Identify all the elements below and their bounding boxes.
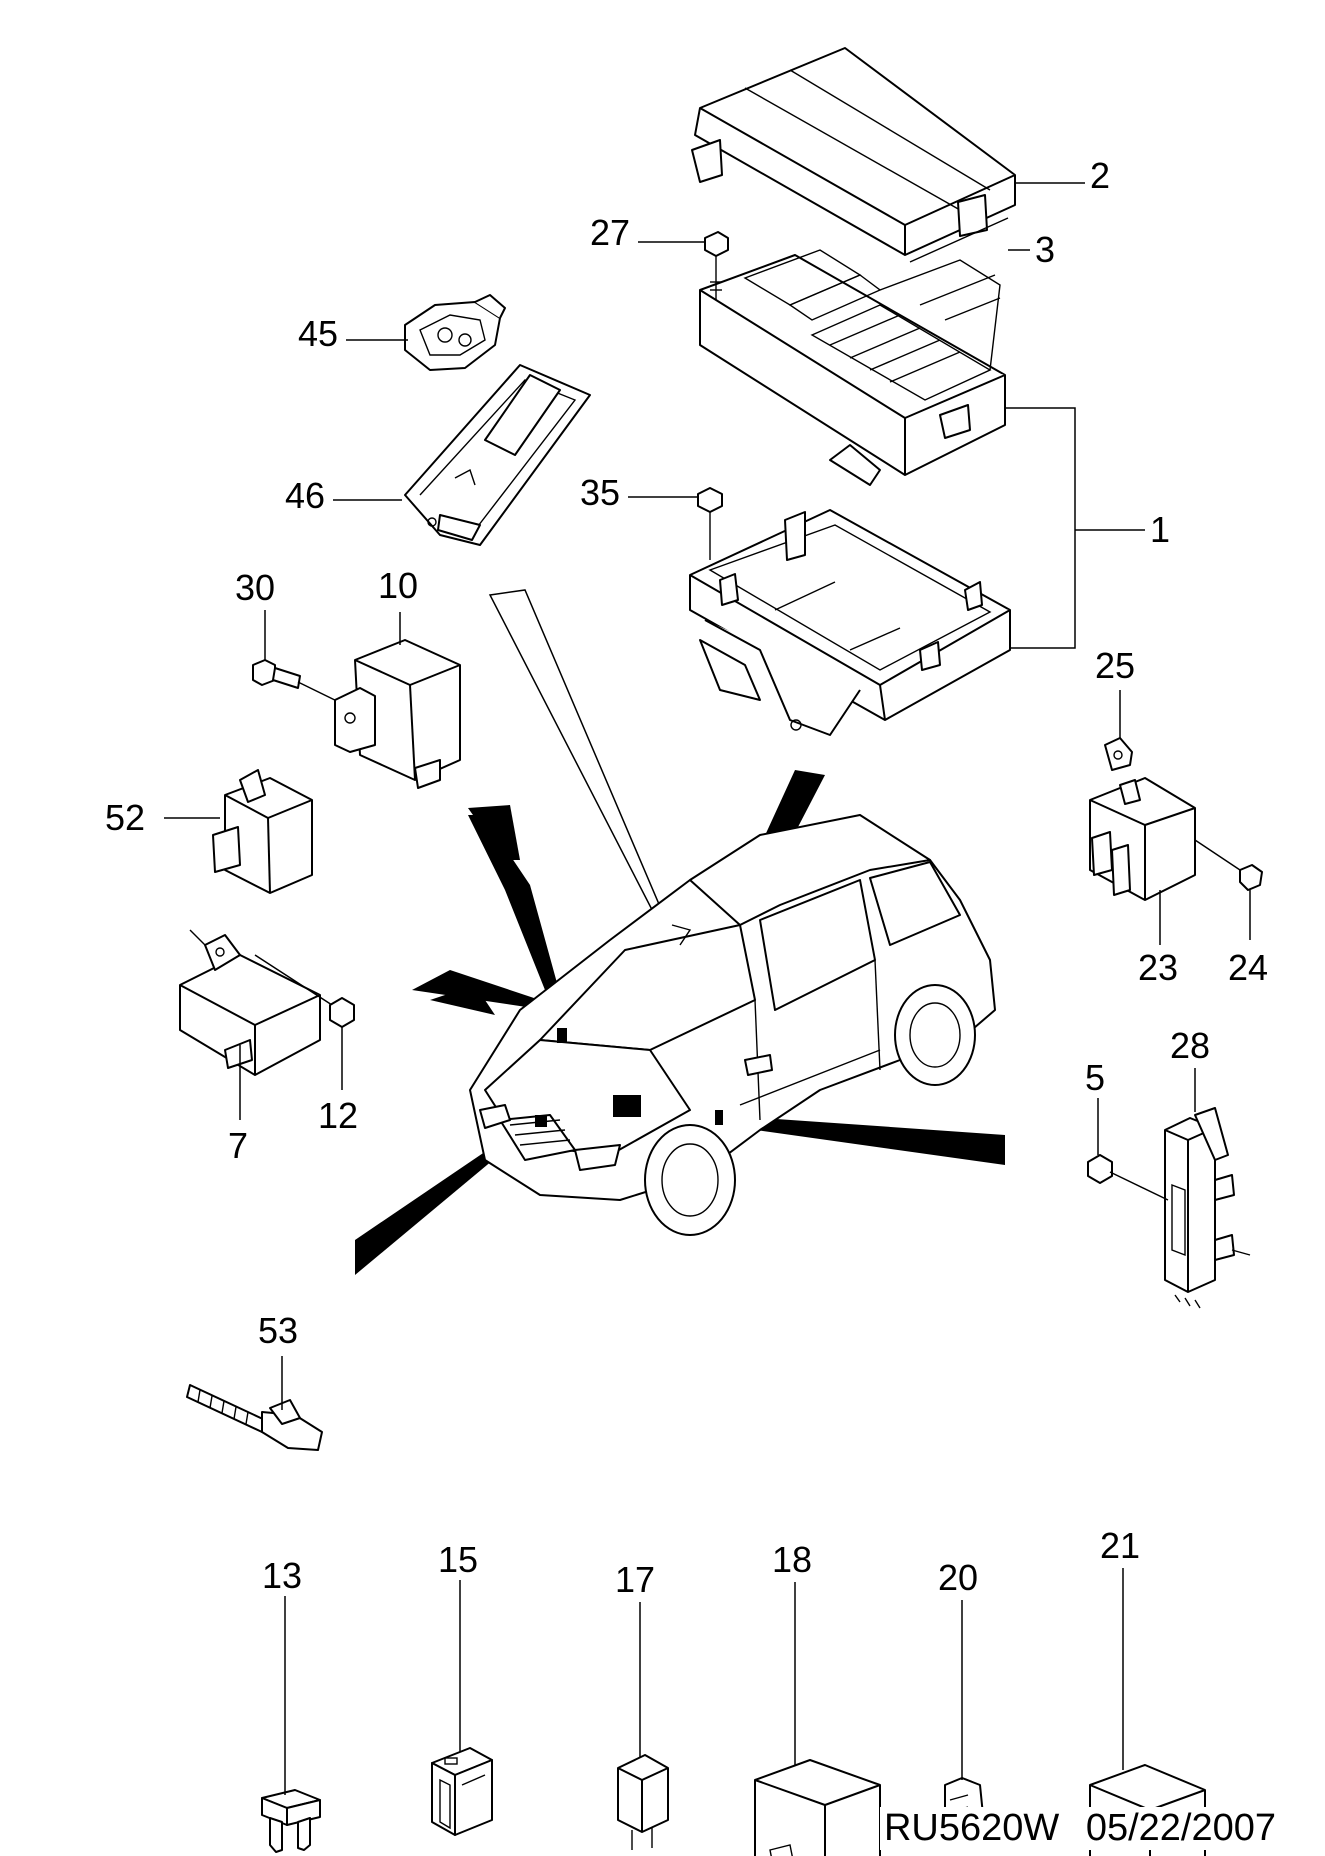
fuse-box-lower xyxy=(689,509,1011,736)
label-12: 12 xyxy=(318,1095,358,1136)
label-3: 3 xyxy=(1035,229,1055,270)
part-46 xyxy=(404,364,591,546)
label-52: 52 xyxy=(105,797,145,838)
label-21: 21 xyxy=(1100,1525,1140,1566)
clip-25 xyxy=(1104,737,1133,771)
car-illustration xyxy=(355,589,1005,1275)
part-45 xyxy=(404,294,506,371)
label-30: 30 xyxy=(235,567,275,608)
label-46: 46 xyxy=(285,475,325,516)
label-13: 13 xyxy=(262,1555,302,1596)
module-7 xyxy=(179,929,321,1076)
fuse-box-cover xyxy=(691,47,1016,256)
drawing-date: 05/22/2007 xyxy=(1085,1807,1276,1849)
maxi-fuse-15 xyxy=(431,1747,493,1836)
label-18: 18 xyxy=(772,1539,812,1580)
drawing-code: RU5620W xyxy=(883,1807,1060,1849)
label-1: 1 xyxy=(1150,509,1170,550)
drawing-footer: RU5620W 05/22/2007 xyxy=(879,1807,1280,1850)
nut-27 xyxy=(704,231,729,300)
leader-1 xyxy=(1005,407,1076,649)
fuse-box-upper xyxy=(699,249,1006,486)
wire-connector-53 xyxy=(186,1384,323,1451)
connector-block-28 xyxy=(1164,1107,1251,1309)
module-10 xyxy=(334,639,461,789)
fuse-box-gasket xyxy=(909,217,1009,263)
label-25: 25 xyxy=(1095,645,1135,686)
screw-24 xyxy=(1194,839,1263,891)
mini-fuse-13 xyxy=(261,1789,321,1853)
label-24: 24 xyxy=(1228,947,1268,988)
label-7: 7 xyxy=(228,1125,248,1166)
nut-12 xyxy=(254,954,355,1028)
label-28: 28 xyxy=(1170,1025,1210,1066)
nut-5 xyxy=(1087,1154,1169,1201)
relay-module-52 xyxy=(212,769,313,894)
label-20: 20 xyxy=(938,1557,978,1598)
label-15: 15 xyxy=(438,1539,478,1580)
label-35: 35 xyxy=(580,472,620,513)
nut-35 xyxy=(697,487,723,560)
relay-23 xyxy=(1089,777,1196,901)
label-5: 5 xyxy=(1085,1057,1105,1098)
relay-18 xyxy=(754,1759,881,1856)
label-2: 2 xyxy=(1090,155,1110,196)
small-relay-17 xyxy=(617,1754,669,1850)
label-10: 10 xyxy=(378,565,418,606)
label-27: 27 xyxy=(590,212,630,253)
label-53: 53 xyxy=(258,1310,298,1351)
label-17: 17 xyxy=(615,1559,655,1600)
bolt-30 xyxy=(252,659,346,706)
label-23: 23 xyxy=(1138,947,1178,988)
label-45: 45 xyxy=(298,313,338,354)
